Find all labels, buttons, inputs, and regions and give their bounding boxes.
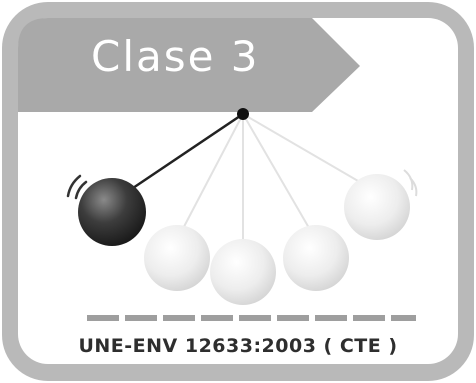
- standard-reference: UNE-ENV 12633:2003 ( CTE ): [78, 335, 398, 357]
- motion-marks-left: [66, 174, 88, 200]
- ghost-strings: [176, 113, 378, 250]
- dashed-baseline: [87, 315, 416, 321]
- class-title: Clase 3: [91, 32, 260, 81]
- pendulum-ball: [78, 178, 146, 246]
- pivot-point: [237, 108, 249, 120]
- pendulum-string: [132, 112, 244, 190]
- motion-marks-right: [403, 169, 418, 197]
- ghost-balls: [144, 174, 410, 305]
- ghost-ball: [344, 174, 410, 240]
- ghost-ball: [210, 239, 276, 305]
- ghost-ball: [144, 225, 210, 291]
- ghost-ball: [283, 225, 349, 291]
